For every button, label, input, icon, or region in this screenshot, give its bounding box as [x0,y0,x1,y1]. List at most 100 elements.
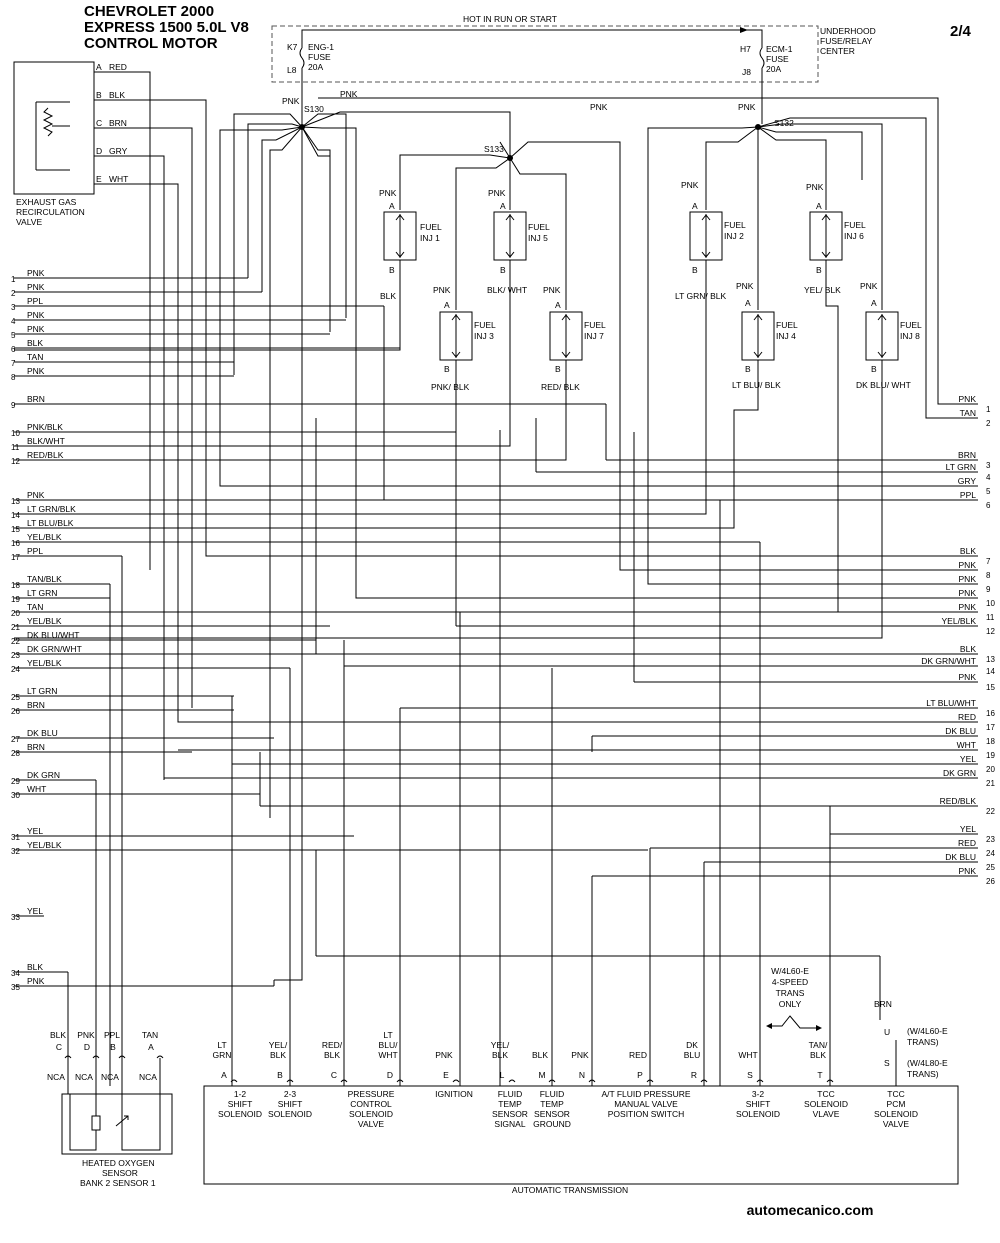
transmission-component-label: 2-3 [284,1089,297,1099]
oxygen-pin-nca: NCA [47,1072,65,1082]
fuel-injector-1-top-wire: PNK [379,188,397,198]
left-pin-wire-color: YEL/BLK [27,532,62,542]
transmission-component-label: A/T FLUID PRESSURE [601,1089,690,1099]
transmission-pin-wire-color: DK [686,1040,698,1050]
eng-fuse-pin-bottom: L8 [287,65,297,75]
fuel-injector-2-bottom-wire: LT GRN/ BLK [675,291,727,301]
eng-fuse-symbol-icon [299,47,305,69]
fuel-injector-8-name-2: INJ 8 [900,331,920,341]
variant-4l60-note-2: TRANS) [907,1037,939,1047]
fuel-injector-5-top-wire: PNK [488,188,506,198]
right-pin-wire-color: PNK [959,560,977,570]
fuel-injector-1-name-1: FUEL [420,222,442,232]
left-pin-wire-color: PNK [27,366,45,376]
oxygen-pin-wire-color: PPL [104,1030,120,1040]
oxygen-pin-wire-color: PNK [77,1030,95,1040]
left-pin-wire-color: YEL/BLK [27,616,62,626]
transmission-component-label: SIGNAL [494,1119,525,1129]
fuel-injector-8-top-wire: PNK [860,281,878,291]
right-pin-wire-color: RED/BLK [940,796,977,806]
eng-fuse-rating: 20A [308,62,323,72]
egr-label-2: RECIRCULATION [16,207,85,217]
right-pin-wire-color: GRY [958,476,977,486]
left-pin-number: 12 [11,457,20,466]
transmission-component-label: SOLENOID [218,1109,262,1119]
eng-fuse-wire-color: PNK [282,96,300,106]
right-pin-number: 10 [986,599,995,608]
brn-pin-s: S [884,1058,890,1068]
fuel-injector-5-name-1: FUEL [528,222,550,232]
variant-4l80-note-1: (W/4L80-E [907,1058,948,1068]
egr-wire-e [94,183,960,723]
left-connector-pin-21: 21 YEL/BLK [11,616,330,632]
left-pin-number: 4 [11,317,16,326]
oxygen-pin-letter: C [56,1042,62,1052]
connector-terminal-icon [286,1079,294,1083]
s132-to-inj6 [757,126,827,210]
fuel-injector-3-coil-icon [451,314,461,358]
fuel-injector-3-name-2: INJ 3 [474,331,494,341]
s133-to-pin8 [509,141,960,571]
connector-terminal-icon [64,1055,72,1059]
egr-pin-e: E WHT [94,174,960,723]
oxygen-pin-nca: NCA [139,1072,157,1082]
right-pin-number: 17 [986,723,995,732]
transmission-pin-letter: B [277,1070,283,1080]
left-pin-number: 21 [11,623,20,632]
eng-fuse-word: FUSE [308,52,331,62]
fuel-injector-8-name-1: FUEL [900,320,922,330]
variant-4l80-note-2: TRANS) [907,1069,939,1079]
fuel-injector-7: FUEL INJ 7 PNK A B RED/ BLK [14,285,606,461]
fuel-injector-3-pin-b: B [444,364,450,374]
transmission-pin-wire-color: WHT [378,1050,397,1060]
egr-inner-frame [35,101,70,171]
left-pin-number: 33 [11,913,20,922]
left-pin-number: 8 [11,373,16,382]
fuel-injector-5-name-2: INJ 5 [528,233,548,243]
egr-pin-b-color: BLK [109,90,125,100]
left-pin-wire-color: PNK/BLK [27,422,63,432]
fuel-injector-6: FUEL INJ 6 PNK A B YEL/ BLK [14,182,866,613]
left-pin-number: 31 [11,833,20,842]
fuel-injector-6-bottom-wire: YEL/ BLK [804,285,841,295]
fuel-injector-8: FUEL INJ 8 PNK A B DK BLU/ WHT [14,281,922,639]
left-pin-wire-color: DK BLU [27,728,58,738]
right-pin-number: 8 [986,571,991,580]
transmission-component-label: SHIFT [228,1099,253,1109]
transmission-component-4: IGNITION [435,1089,473,1099]
connector-terminal-icon [548,1079,556,1083]
oxygen-sensor-label-2: SENSOR [102,1168,138,1178]
transmission-pin-letter: L [500,1070,505,1080]
left-pin-number: 28 [11,749,20,758]
ecm-fuse-word: FUSE [766,54,789,64]
transmission-pin-wire-color: LT [217,1040,226,1050]
transmission-pin-wire-color: YEL/ [491,1040,510,1050]
transmission-component-label: SENSOR [492,1109,528,1119]
fuel-injector-4-coil-icon [753,314,763,358]
egr-pin-a-color: RED [109,62,127,72]
fuel-injector-7-name-2: INJ 7 [584,331,604,341]
egr-pin-d-letter: D [96,146,102,156]
fuel-injector-8-pin-a: A [871,298,877,308]
transmission-pin-wire-color: BLK [270,1050,286,1060]
right-pin-wire-color: BLK [960,644,976,654]
ecm-fuse-symbol-icon [759,47,765,69]
fuel-injector-2-name-2: INJ 2 [724,231,744,241]
fuel-injector-8-pin-b: B [871,364,877,374]
right-pin-number: 11 [986,613,995,622]
